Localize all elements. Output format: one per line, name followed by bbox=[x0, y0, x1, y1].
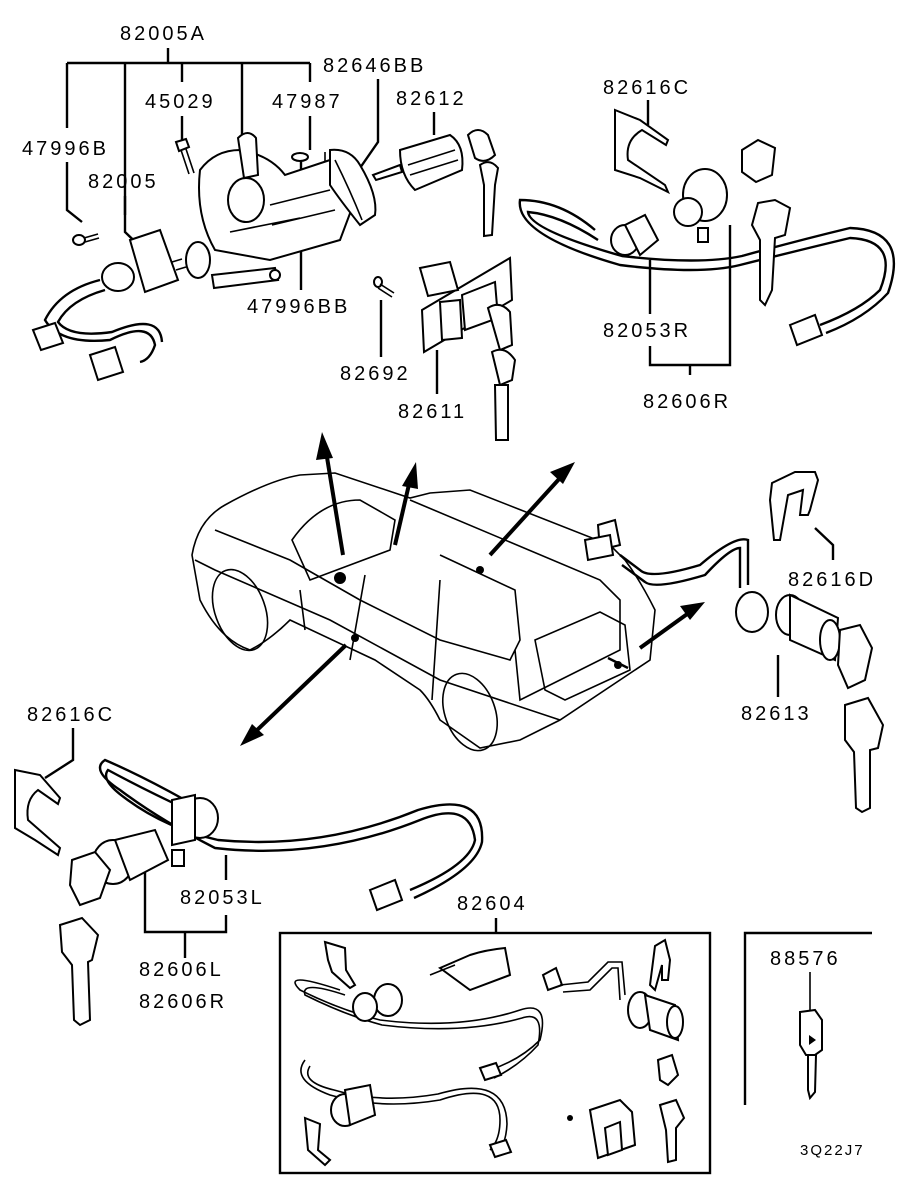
label-82646BB[interactable]: 82646BB bbox=[323, 55, 426, 77]
label-82604[interactable]: 82604 bbox=[457, 893, 528, 915]
label-82005A[interactable]: 82005A bbox=[120, 23, 207, 45]
key-pair-tailgate-icon bbox=[836, 623, 885, 814]
label-47987[interactable]: 47987 bbox=[272, 91, 343, 113]
label-82053R[interactable]: 82053R bbox=[603, 320, 691, 342]
arrow-to-tailgate-icon bbox=[638, 602, 705, 650]
ignition-switch-group: 82005A 45029 47987 47996B 82005 82646BB … bbox=[22, 23, 500, 382]
label-82606L[interactable]: 82606L bbox=[139, 959, 224, 981]
lock-cylinder-82606R-icon bbox=[673, 168, 728, 243]
clip-82616D-icon bbox=[768, 471, 820, 541]
bolt-45029-icon bbox=[174, 137, 195, 175]
label-82053L[interactable]: 82053L bbox=[180, 887, 265, 909]
rh-door-lock-group: 82616C 82053R 82606R bbox=[518, 77, 896, 413]
label-82606R-top[interactable]: 82606R bbox=[643, 391, 731, 413]
steering-lock-housing-icon bbox=[198, 132, 357, 290]
tailgate-cable-icon bbox=[583, 518, 750, 588]
label-47996B[interactable]: 47996B bbox=[22, 138, 109, 160]
key-blank-frame bbox=[743, 931, 872, 1105]
arrow-to-glovebox-icon bbox=[393, 462, 418, 546]
key-pair-rh-icon bbox=[741, 138, 792, 307]
lock-set-contents-icon bbox=[294, 938, 686, 1167]
lh-door-cable-icon bbox=[98, 758, 484, 900]
vehicle-illustration bbox=[191, 472, 656, 752]
label-82612[interactable]: 82612 bbox=[396, 88, 467, 110]
leader-82616C-bottom bbox=[44, 728, 75, 780]
tailgate-lock-cylinder-82613-icon bbox=[735, 591, 841, 662]
key-blank-88576-icon bbox=[799, 1008, 823, 1101]
lh-door-lock-group: 82616C 82053L 82606L 82606R bbox=[14, 704, 484, 1027]
label-82692[interactable]: 82692 bbox=[340, 363, 411, 385]
key-blank-group: 88576 bbox=[743, 931, 872, 1105]
leader-82616D bbox=[814, 527, 835, 560]
ignition-lock-cylinder-82612-icon bbox=[371, 129, 500, 238]
leader-82606L-bracket bbox=[143, 865, 228, 958]
label-82616C-top[interactable]: 82616C bbox=[603, 77, 691, 99]
leader-82646BB bbox=[359, 79, 380, 169]
label-82606R-bottom[interactable]: 82606R bbox=[139, 991, 227, 1013]
label-88576[interactable]: 88576 bbox=[770, 948, 841, 970]
rh-door-cable-icon bbox=[518, 198, 896, 335]
label-82005[interactable]: 82005 bbox=[88, 171, 159, 193]
glove-box-lock-82611-icon bbox=[418, 256, 517, 441]
clip-82616C-bottom-icon bbox=[14, 768, 62, 857]
tailgate-lock-group: 82616D 82613 bbox=[583, 471, 885, 814]
ignition-switch-82005-icon bbox=[31, 228, 211, 382]
clip-82616C-top-icon bbox=[614, 108, 670, 195]
pointer-arrows bbox=[240, 432, 705, 746]
lock-set-82604-group: 82604 bbox=[278, 893, 712, 1175]
label-82616D[interactable]: 82616D bbox=[788, 569, 876, 591]
lock-switch-82053R-icon bbox=[610, 213, 660, 257]
lock-cylinder-82606L-icon bbox=[92, 828, 185, 885]
screw-82692-icon bbox=[373, 276, 395, 298]
leader-82606R-bracket bbox=[648, 225, 732, 375]
arrow-to-lh-door-icon bbox=[240, 643, 348, 746]
connector-rh-icon bbox=[788, 313, 824, 347]
drawing-code: 3Q22J7 bbox=[800, 1142, 865, 1159]
label-82616C-bottom[interactable]: 82616C bbox=[27, 704, 115, 726]
arrow-to-rh-door-icon bbox=[488, 462, 575, 557]
key-pair-lh-icon bbox=[58, 850, 112, 1027]
label-82613[interactable]: 82613 bbox=[741, 703, 812, 725]
label-82611[interactable]: 82611 bbox=[398, 401, 467, 423]
screw-47996B-icon bbox=[72, 233, 100, 246]
label-47996BB[interactable]: 47996BB bbox=[247, 296, 350, 318]
connector-lh-icon bbox=[368, 878, 404, 912]
lock-set-box bbox=[278, 931, 712, 1175]
bracket-82646BB-icon bbox=[329, 148, 377, 227]
label-45029[interactable]: 45029 bbox=[145, 91, 216, 113]
arrow-to-ignition-icon bbox=[316, 432, 345, 556]
lock-switch-82053L-icon bbox=[171, 793, 219, 847]
leader-47996B bbox=[65, 162, 83, 223]
glove-box-lock-group: 82692 82611 bbox=[340, 256, 517, 441]
leader-82005A bbox=[65, 48, 312, 215]
